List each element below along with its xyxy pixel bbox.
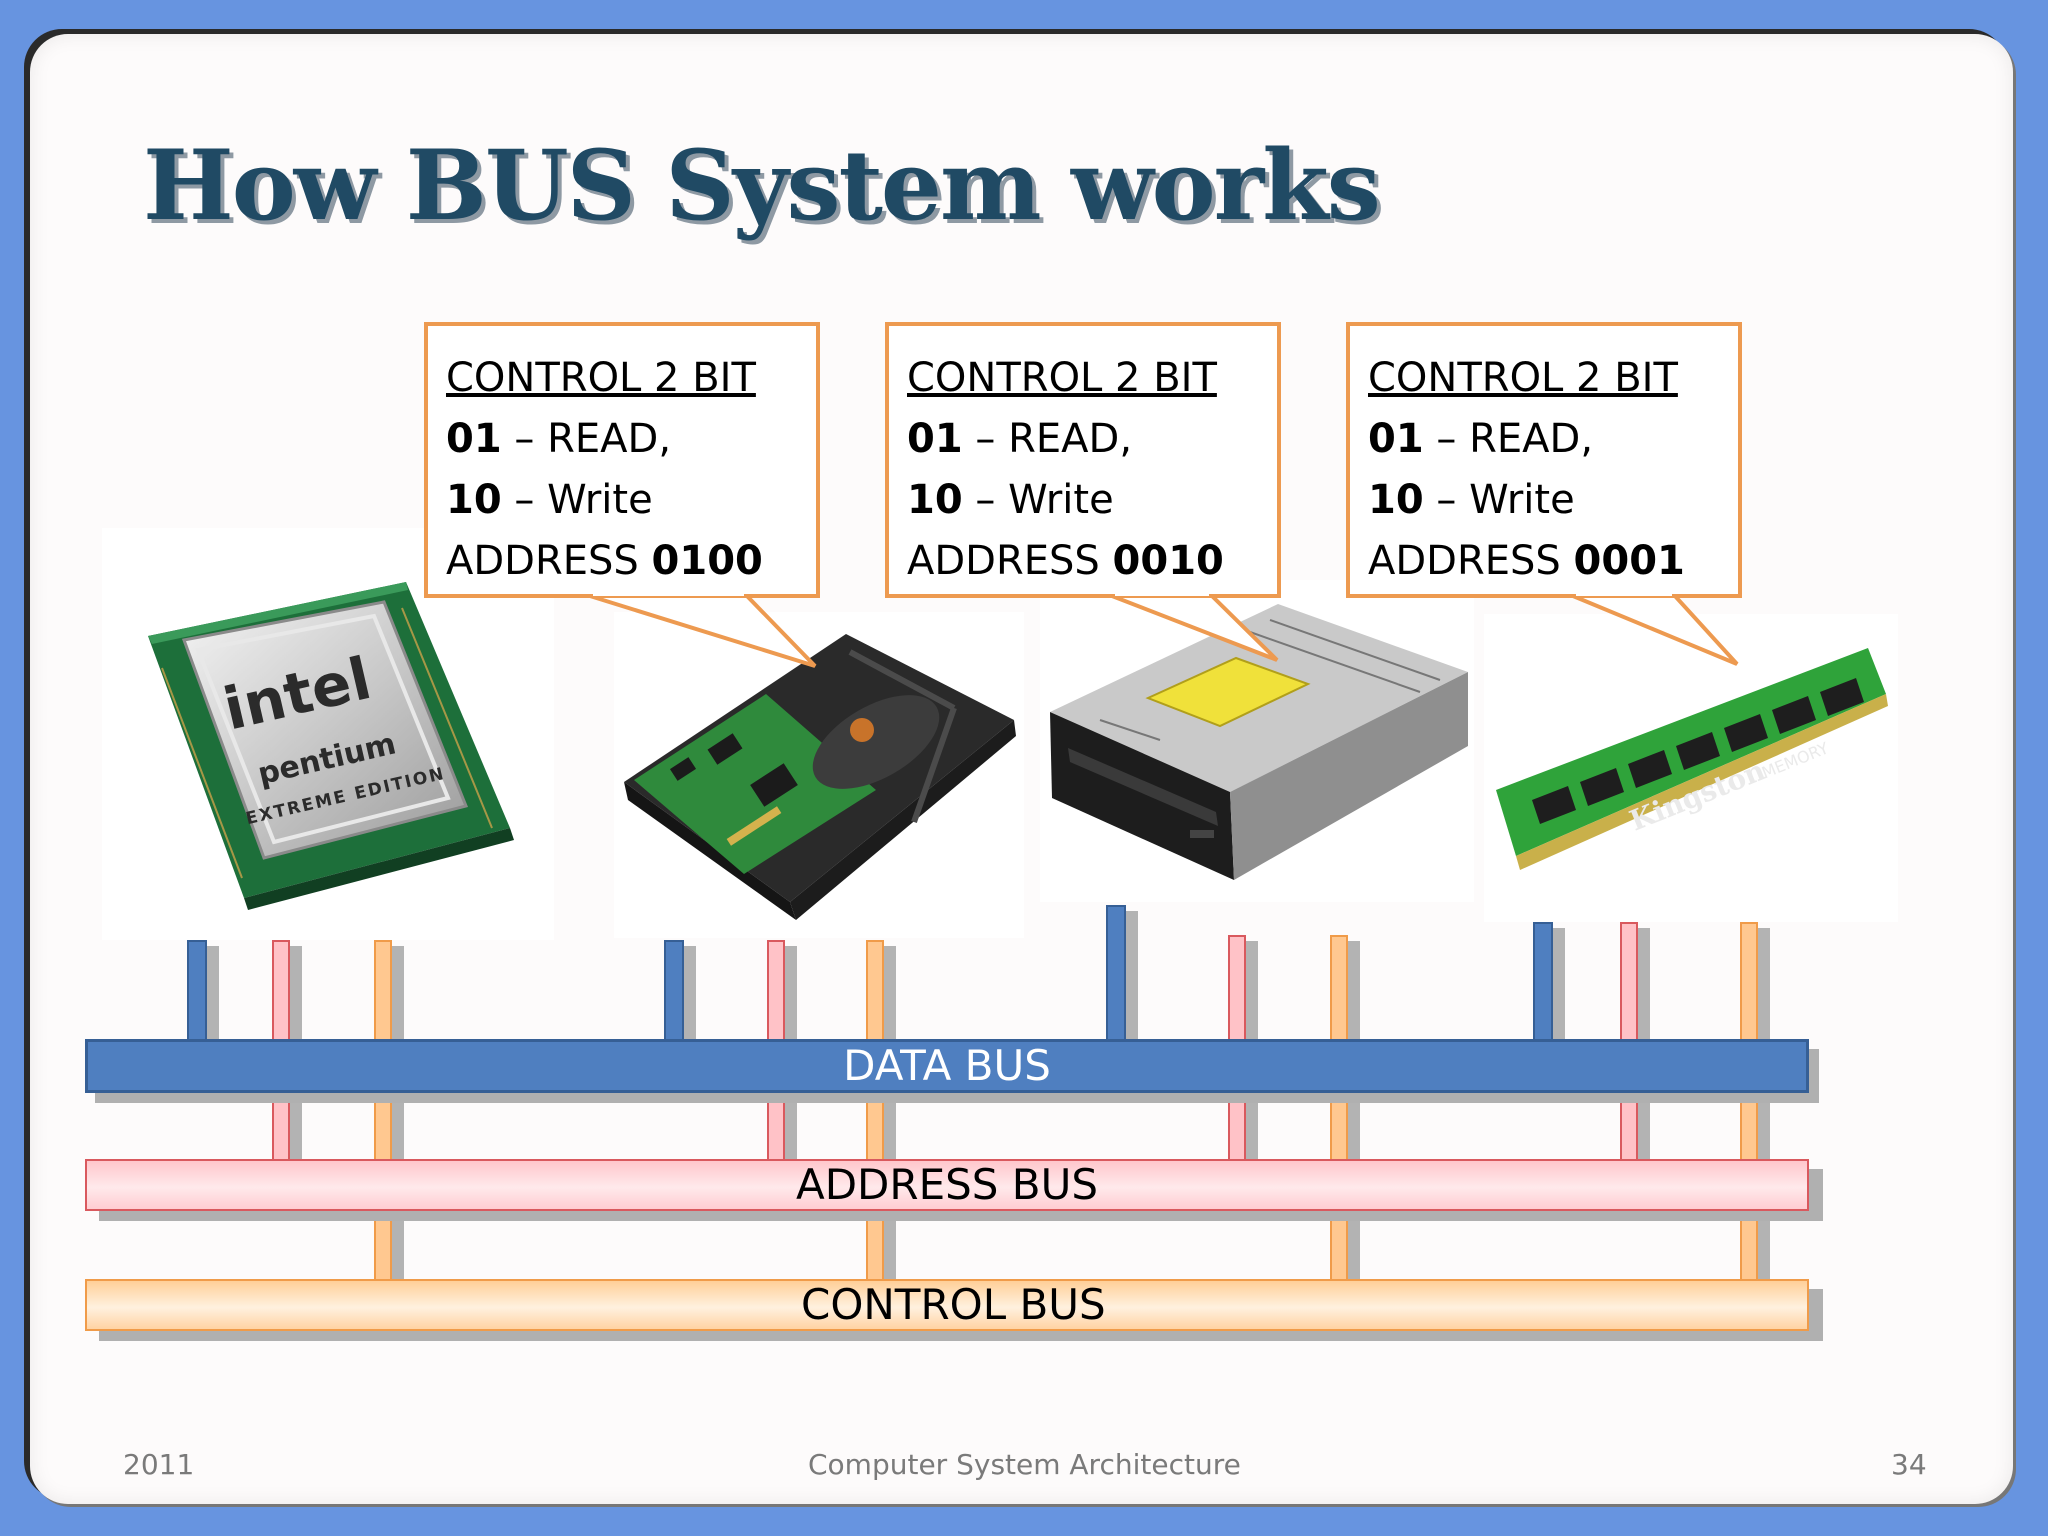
read-code: 01 [1368, 416, 1424, 462]
address-label: ADDRESS [446, 538, 652, 584]
write-label: – Write [501, 477, 653, 523]
dvd-control-connector [1330, 935, 1348, 1282]
dvd-data-connector [1106, 905, 1126, 1042]
write-code: 10 [907, 477, 963, 523]
footer-course: Computer System Architecture [808, 1448, 1241, 1481]
ram-control-connector [1740, 922, 1758, 1282]
write-code: 10 [1368, 477, 1424, 523]
address-label: ADDRESS [1368, 538, 1574, 584]
memory-image: Kingston MEMORY [1484, 614, 1898, 922]
address-value: 0001 [1573, 538, 1685, 584]
callout-address-line: ADDRESS 0010 [907, 531, 1277, 592]
hard-disk-icon [624, 634, 1016, 920]
callout-optical-drive: CONTROL 2 BIT 01 – READ, 10 – Write ADDR… [885, 322, 1281, 598]
callout-read-line: 01 – READ, [446, 409, 816, 470]
footer-page-number: 34 [1891, 1448, 1927, 1481]
address-value: 0010 [1112, 538, 1224, 584]
callout-heading: CONTROL 2 BIT [1368, 355, 1678, 401]
cpu-image: intel pentium EXTREME EDITION [102, 528, 554, 940]
data-bus: DATA BUS [85, 1039, 1809, 1093]
read-label: – READ, [501, 416, 672, 462]
cpu-data-connector [187, 940, 207, 1042]
callout-write-line: 10 – Write [1368, 470, 1738, 531]
hard-disk-image [614, 612, 1024, 938]
address-label: ADDRESS [907, 538, 1113, 584]
callout-hard-disk: CONTROL 2 BIT 01 – READ, 10 – Write ADDR… [424, 322, 820, 598]
write-label: – Write [1423, 477, 1575, 523]
ram-data-connector [1533, 922, 1553, 1042]
cpu-control-connector [374, 940, 392, 1282]
callout-write-line: 10 – Write [907, 470, 1277, 531]
callout-address-line: ADDRESS 0100 [446, 531, 816, 592]
read-code: 01 [907, 416, 963, 462]
callout-read-line: 01 – READ, [1368, 409, 1738, 470]
read-label: – READ, [1423, 416, 1594, 462]
hdd-control-connector [866, 940, 884, 1282]
optical-drive-icon [1050, 604, 1468, 880]
control-bus: CONTROL BUS [85, 1279, 1809, 1331]
callout-heading: CONTROL 2 BIT [907, 355, 1217, 401]
data-bus-label: DATA BUS [843, 1041, 1051, 1090]
cpu-icon: intel pentium EXTREME EDITION [148, 582, 514, 910]
address-bus-label: ADDRESS BUS [795, 1160, 1099, 1209]
callout-heading: CONTROL 2 BIT [446, 355, 756, 401]
read-code: 01 [446, 416, 502, 462]
optical-drive-image [1040, 580, 1474, 902]
write-label: – Write [962, 477, 1114, 523]
callout-write-line: 10 – Write [446, 470, 816, 531]
address-bus: ADDRESS BUS [85, 1159, 1809, 1211]
hdd-data-connector [664, 940, 684, 1042]
callout-address-line: ADDRESS 0001 [1368, 531, 1738, 592]
memory-module-icon: Kingston MEMORY [1496, 648, 1888, 870]
write-code: 10 [446, 477, 502, 523]
callout-read-line: 01 – READ, [907, 409, 1277, 470]
footer-year: 2011 [123, 1448, 195, 1481]
address-value: 0100 [651, 538, 763, 584]
slide-title: How BUS System works [143, 129, 1381, 242]
control-bus-label: CONTROL BUS [801, 1280, 1106, 1329]
callout-memory: CONTROL 2 BIT 01 – READ, 10 – Write ADDR… [1346, 322, 1742, 598]
read-label: – READ, [962, 416, 1133, 462]
